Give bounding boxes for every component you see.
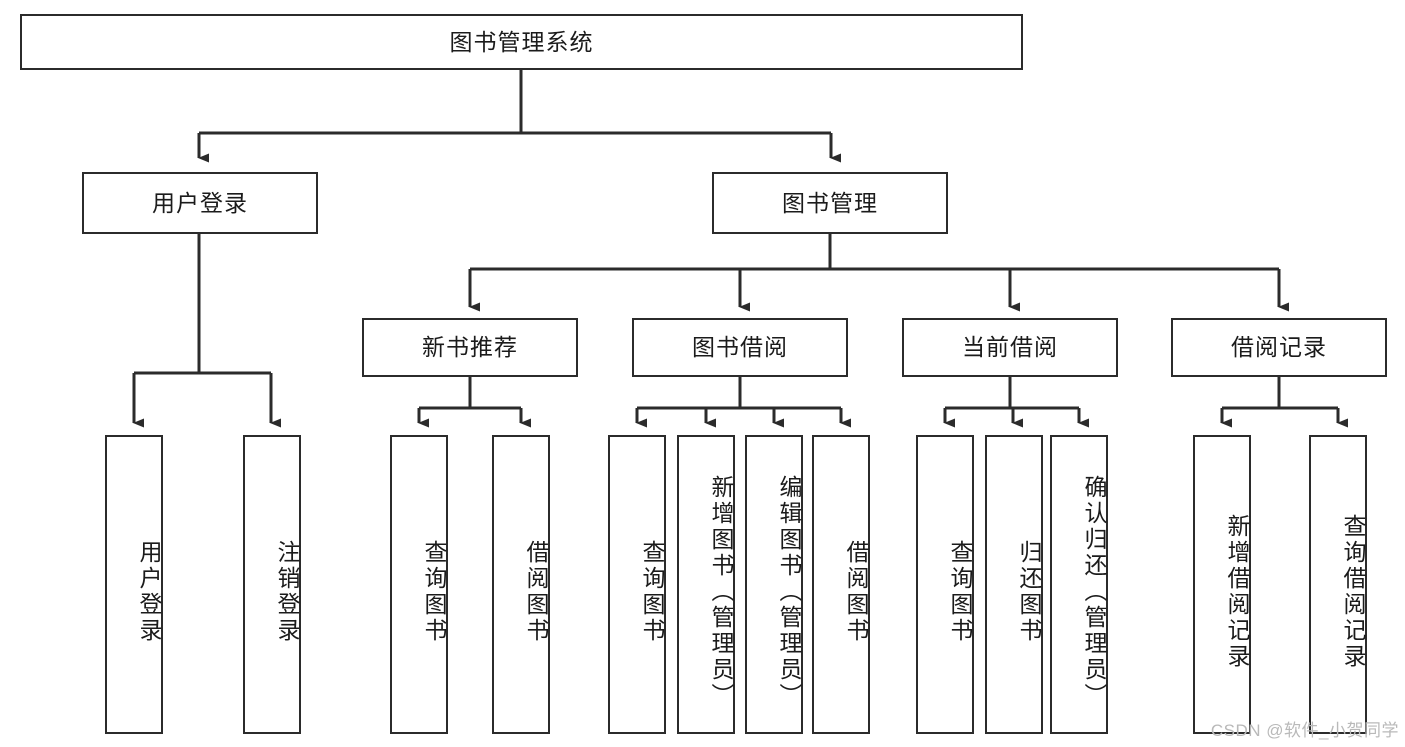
node-book-borrow-label: 图书借阅 [692, 334, 788, 361]
node-root-label: 图书管理系统 [449, 28, 594, 55]
leaf-query-book-1-label: 查询图书 [421, 539, 447, 644]
leaf-query-book-3-label: 查询图书 [947, 539, 973, 644]
node-current-borrow-label: 当前借阅 [962, 334, 1058, 361]
node-user-login[interactable]: 用户登录 [82, 172, 318, 234]
leaf-return-book[interactable]: 归还图书 [985, 435, 1043, 734]
node-new-book-rec[interactable]: 新书推荐 [362, 318, 578, 377]
leaf-add-book[interactable]: 新增图书（管理员） [677, 435, 735, 734]
leaf-query-book-1[interactable]: 查询图书 [390, 435, 448, 734]
leaf-query-book-2-label: 查询图书 [639, 539, 665, 644]
leaf-edit-book[interactable]: 编辑图书（管理员） [745, 435, 803, 734]
node-new-book-rec-label: 新书推荐 [422, 334, 518, 361]
leaf-borrow-book-1-label: 借阅图书 [523, 539, 549, 644]
node-book-borrow[interactable]: 图书借阅 [632, 318, 848, 377]
node-book-manage[interactable]: 图书管理 [712, 172, 948, 234]
leaf-logout-label: 注销登录 [274, 539, 300, 644]
leaf-user-login-label: 用户登录 [136, 539, 162, 644]
leaf-confirm-return-label: 确认归还（管理员） [1081, 474, 1107, 709]
node-borrow-record-label: 借阅记录 [1231, 334, 1327, 361]
leaf-add-record[interactable]: 新增借阅记录 [1193, 435, 1251, 734]
leaf-query-record-label: 查询借阅记录 [1340, 513, 1366, 670]
leaf-query-record[interactable]: 查询借阅记录 [1309, 435, 1367, 734]
node-book-manage-label: 图书管理 [782, 189, 878, 216]
node-current-borrow[interactable]: 当前借阅 [902, 318, 1118, 377]
leaf-confirm-return[interactable]: 确认归还（管理员） [1050, 435, 1108, 734]
leaf-logout[interactable]: 注销登录 [243, 435, 301, 734]
leaf-query-book-2[interactable]: 查询图书 [608, 435, 666, 734]
leaf-edit-book-label: 编辑图书（管理员） [776, 474, 802, 709]
node-root[interactable]: 图书管理系统 [20, 14, 1023, 70]
leaf-return-book-label: 归还图书 [1016, 539, 1042, 644]
leaf-user-login[interactable]: 用户登录 [105, 435, 163, 734]
leaf-borrow-book-2[interactable]: 借阅图书 [812, 435, 870, 734]
node-user-login-label: 用户登录 [152, 189, 248, 216]
leaf-add-record-label: 新增借阅记录 [1224, 513, 1250, 670]
watermark: CSDN @软件_小贺同学 [1210, 721, 1399, 740]
leaf-borrow-book-1[interactable]: 借阅图书 [492, 435, 550, 734]
node-borrow-record[interactable]: 借阅记录 [1171, 318, 1387, 377]
leaf-add-book-label: 新增图书（管理员） [708, 474, 734, 709]
leaf-borrow-book-2-label: 借阅图书 [843, 539, 869, 644]
leaf-query-book-3[interactable]: 查询图书 [916, 435, 974, 734]
